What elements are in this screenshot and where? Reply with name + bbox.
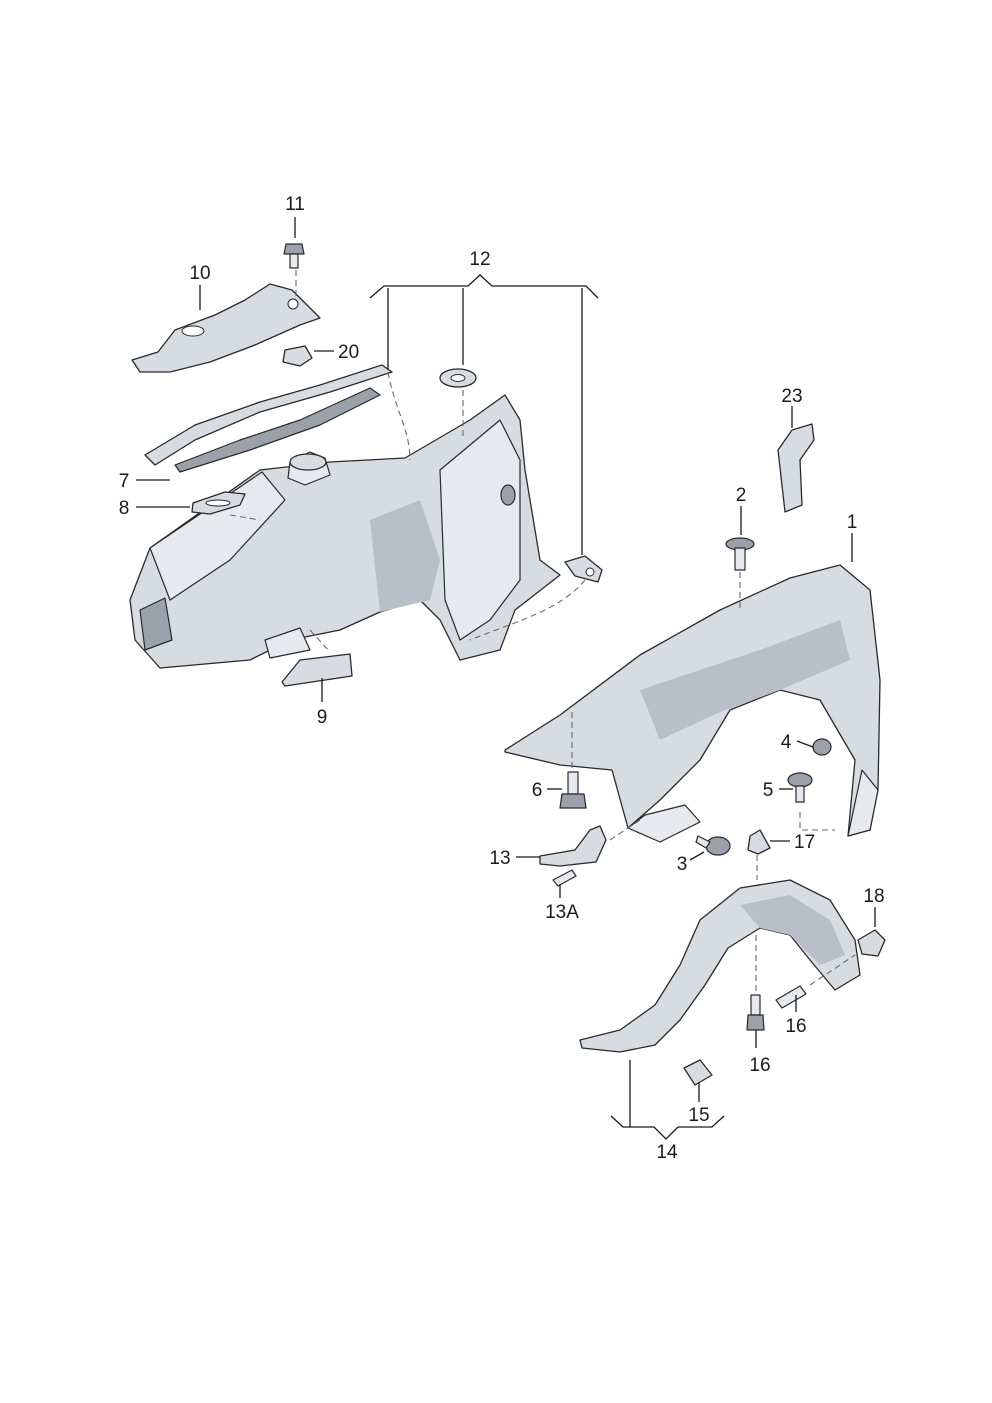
callout-1: 1: [847, 512, 858, 533]
callout-20: 20: [338, 342, 359, 363]
callout-8: 8: [119, 498, 130, 519]
callout-6: 6: [532, 780, 543, 801]
callout-4: 4: [781, 732, 792, 753]
callout-14: 14: [656, 1142, 678, 1163]
part-18-plug: [857, 929, 886, 957]
callout-labels: 11 10 20 12 7 8 9 23 2 1 4 6 5 17 13 3 1…: [119, 194, 885, 1163]
part-10-cover-plate: [131, 283, 321, 373]
part-3-screw: [695, 835, 731, 856]
callout-16-b: 16: [749, 1055, 770, 1076]
part-2-bolt: [725, 537, 755, 571]
part-16-screw-b: [746, 994, 765, 1031]
part-15-clip: [683, 1059, 713, 1086]
part-13a-screw: [552, 869, 577, 887]
callout-18: 18: [863, 886, 884, 907]
callout-5: 5: [763, 780, 774, 801]
part-8-gasket: [191, 491, 246, 515]
part-5-bolt: [787, 772, 813, 803]
part-6-bolt: [559, 771, 587, 809]
front-body-structure: [129, 394, 561, 669]
callout-12: 12: [469, 249, 490, 270]
callout-2: 2: [736, 485, 747, 506]
callout-9: 9: [317, 707, 328, 728]
part-12-tab: [564, 555, 603, 583]
callout-11: 11: [285, 194, 305, 215]
callout-7: 7: [119, 471, 130, 492]
part-9-bracket: [281, 653, 353, 687]
callout-13: 13: [489, 848, 510, 869]
assembly-dash-lines: [229, 270, 856, 995]
part-16-screw-a: [775, 985, 807, 1009]
callout-3: 3: [677, 854, 688, 875]
part-20-clip: [282, 345, 313, 367]
part-1-fender: [504, 564, 881, 843]
part-17-clip: [747, 829, 771, 855]
part-7-seal-strips: [144, 364, 393, 473]
part-14-wheel-liner: [579, 879, 861, 1053]
callout-23: 23: [781, 386, 802, 407]
callout-13a: 13A: [545, 902, 579, 923]
callout-10: 10: [189, 263, 210, 284]
part-13-bracket: [539, 825, 607, 867]
callout-16-a: 16: [785, 1016, 806, 1037]
part-11-bolt: [283, 243, 305, 269]
part-4-nut: [812, 738, 832, 756]
part-12-grommet: [439, 368, 477, 388]
part-23-bracket: [777, 423, 815, 513]
callout-17: 17: [794, 832, 815, 853]
callout-15: 15: [688, 1105, 709, 1126]
leader-lines: [136, 217, 876, 1140]
